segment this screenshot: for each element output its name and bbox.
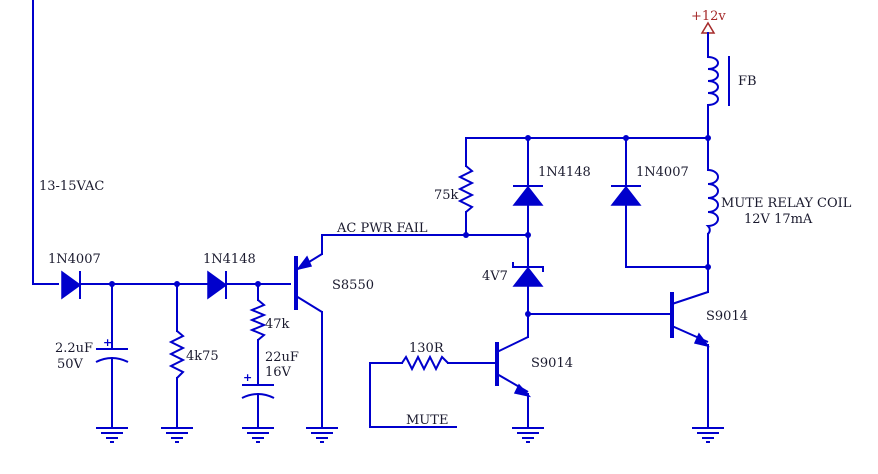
diode-d4 [610, 137, 711, 270]
label-supply: +12v [691, 9, 726, 24]
label-q3: S9014 [706, 309, 748, 324]
label-zener: 4V7 [482, 269, 508, 284]
label-mute: MUTE [406, 413, 448, 428]
label-d1: 1N4007 [48, 252, 101, 267]
zener-diode [512, 262, 671, 338]
label-d2: 1N4148 [203, 252, 256, 267]
input-section: + + [32, 0, 291, 429]
transistor-q3 [670, 291, 710, 429]
supply-12v [700, 21, 716, 58]
label-q1: S8550 [332, 278, 374, 293]
label-c1-value: 2.2uF [55, 341, 93, 356]
label-ac-pwr-fail: AC PWR FAIL [336, 221, 428, 236]
ground-symbols [96, 427, 724, 443]
label-r-75k: 75k [434, 188, 459, 203]
label-relay-name: MUTE RELAY COIL [721, 196, 852, 211]
label-fb: FB [738, 74, 757, 89]
label-d3: 1N4148 [538, 165, 591, 180]
label-r-4k75: 4k75 [186, 349, 219, 364]
ferrite-bead [707, 56, 730, 171]
label-d4: 1N4007 [636, 165, 689, 180]
label-c1-voltage: 50V [57, 357, 84, 372]
label-c2-value: 22uF [265, 350, 299, 365]
label-r-47k: 47k [265, 317, 290, 332]
diode-d2 [207, 270, 228, 300]
transistor-q2 [495, 336, 532, 429]
label-r-130r: 130R [409, 341, 445, 356]
label-vac: 13-15VAC [39, 179, 104, 194]
resistor-4k75 [168, 283, 186, 429]
diode-d1 [61, 270, 82, 300]
svg-text:+: + [103, 336, 112, 349]
label-c2-voltage: 16V [265, 365, 292, 380]
top-rail [465, 135, 711, 141]
resistor-47k [249, 283, 267, 386]
svg-text:+: + [243, 371, 252, 384]
transistor-q1 [294, 234, 323, 429]
resistor-75k [457, 137, 475, 236]
capacitor-c1: + [95, 283, 129, 429]
resistor-130r [369, 354, 498, 428]
label-q2: S9014 [531, 356, 573, 371]
relay-coil [705, 169, 719, 293]
diode-d3 [512, 137, 544, 267]
label-relay-spec: 12V 17mA [744, 212, 813, 227]
capacitor-c2: + [241, 371, 275, 429]
